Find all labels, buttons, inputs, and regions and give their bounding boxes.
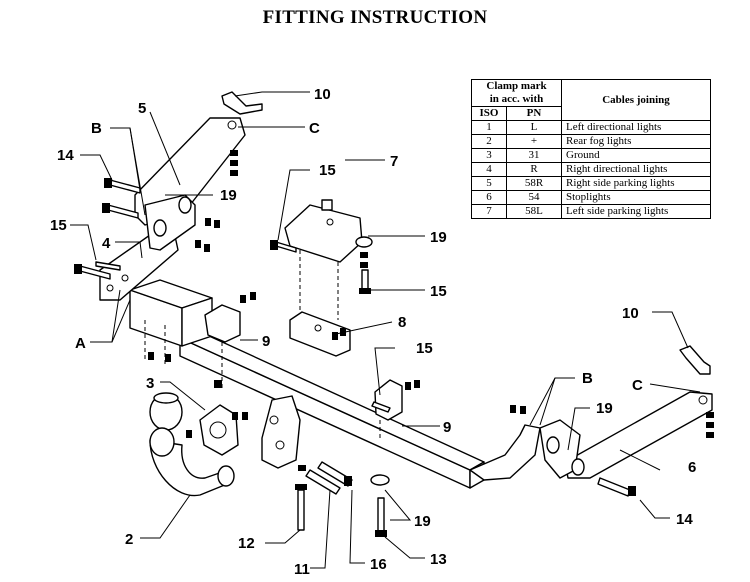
bracket-9-left	[204, 304, 241, 390]
label-19-middle: 19	[430, 229, 447, 246]
hook-10-left	[221, 91, 263, 115]
table-row: 6 54 Stoplights	[471, 190, 711, 205]
label-c-left: C	[309, 120, 320, 137]
label-19-right: 19	[596, 400, 613, 417]
leader-lines	[70, 91, 701, 569]
label-9-left: 9	[262, 333, 270, 350]
label-10-right: 10	[622, 305, 639, 322]
socket-plate-3	[199, 404, 239, 456]
label-2: 2	[125, 531, 133, 548]
left-side-arm	[129, 279, 213, 365]
tow-ball-2	[149, 392, 235, 497]
label-8: 8	[398, 314, 406, 331]
label-9-right: 9	[443, 419, 451, 436]
callout-labels: 10 5 B C 14 19 15 7 15 4 19 15 8 A 9 15 …	[50, 86, 696, 578]
label-5: 5	[138, 100, 146, 117]
label-16: 16	[370, 556, 387, 573]
table-row: 2 + Rear fog lights	[471, 134, 711, 149]
label-13: 13	[430, 551, 447, 568]
label-15-middle: 15	[430, 283, 447, 300]
label-10-left: 10	[314, 86, 331, 103]
label-c-right: C	[632, 377, 643, 394]
hook-10-right	[679, 345, 711, 375]
label-14-left: 14	[57, 147, 74, 164]
label-12: 12	[238, 535, 255, 552]
label-b-right: B	[582, 370, 593, 387]
label-a: A	[75, 335, 86, 352]
label-3: 3	[146, 375, 154, 392]
table-row: 3 31 Ground	[471, 148, 711, 163]
label-7: 7	[390, 153, 398, 170]
label-15-lower: 15	[416, 340, 433, 357]
bracket-6	[539, 391, 713, 479]
header-cables-joining: Cables joining	[561, 79, 711, 121]
table-row: 5 58R Right side parking lights	[471, 176, 711, 191]
bolts	[74, 178, 636, 537]
table-row: 1 L Left directional lights	[471, 120, 711, 135]
label-19-left: 19	[220, 187, 237, 204]
header-pn: PN	[506, 106, 562, 121]
label-15-left: 15	[50, 217, 67, 234]
header-iso: ISO	[471, 106, 507, 121]
label-19-bottom: 19	[414, 513, 431, 530]
label-6: 6	[688, 459, 696, 476]
page-title: FITTING INSTRUCTION	[262, 7, 488, 28]
towball-mounting-plate	[261, 395, 301, 469]
label-14-right: 14	[676, 511, 693, 528]
table-row: 4 R Right directional lights	[471, 162, 711, 177]
table-row: 7 58L Left side parking lights	[471, 204, 711, 219]
header-clamp-mark: Clamp mark in acc. with	[471, 79, 562, 107]
bracket-8	[289, 311, 351, 357]
label-11: 11	[294, 561, 310, 578]
washers-nuts	[148, 150, 714, 486]
cable-joining-table: Clamp mark in acc. with Cables joining I…	[471, 79, 711, 219]
label-4: 4	[102, 235, 111, 252]
bracket-5	[134, 117, 246, 251]
main-crossbar	[179, 329, 541, 489]
label-b-left: B	[91, 120, 102, 137]
bracket-7	[284, 199, 363, 320]
label-15-upper: 15	[319, 162, 336, 179]
